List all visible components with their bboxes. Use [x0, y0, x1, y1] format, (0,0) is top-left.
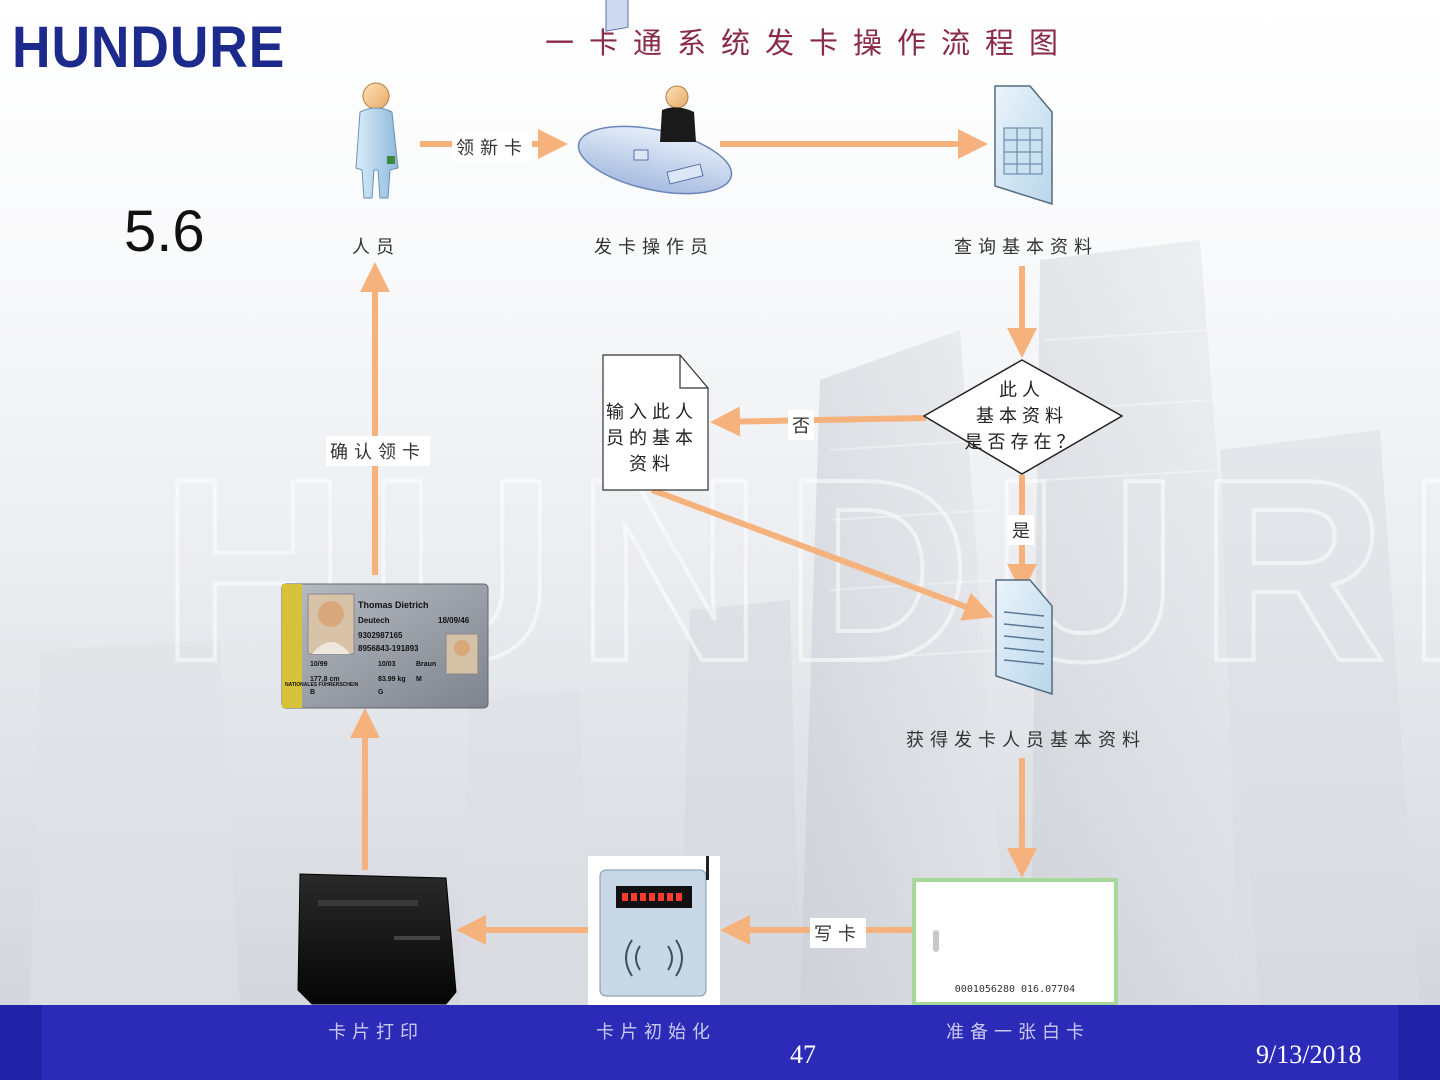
company-logo: HUNDURE — [12, 15, 286, 80]
label-person: 人员 — [352, 237, 400, 258]
label-print-card: 卡片打印 — [328, 1022, 424, 1043]
id-card-sex: M — [416, 676, 422, 683]
decision-text-line2: 基本资料 — [976, 406, 1068, 427]
footer-left-block — [0, 1005, 42, 1080]
footer-bar — [0, 1005, 1440, 1080]
arrow-input-to-obtain — [650, 487, 994, 621]
edge-label-get-new-card: 领新卡 — [452, 132, 532, 162]
id-card-nationality: Deutech — [358, 616, 390, 625]
id-card-class: G — [378, 689, 384, 696]
label-obtain: 获得发卡人员基本资料 — [906, 730, 1146, 751]
label-init-card: 卡片初始化 — [596, 1022, 716, 1043]
person-icon — [355, 82, 399, 199]
id-card-valid: 10/03 — [378, 661, 396, 668]
edge-label-confirm: 确认领卡 — [326, 436, 430, 466]
id-card-number1: 9302987165 — [358, 631, 403, 640]
page-title: 一卡通系统发卡操作流程图 — [545, 26, 1074, 60]
id-card-stripe-text: NATIONALES FÜHRERSCHEIN — [285, 681, 359, 688]
id-card-blood: B — [310, 689, 315, 696]
printer-image — [297, 873, 457, 1005]
id-card-image — [281, 583, 489, 709]
section-number: 5.6 — [124, 199, 205, 264]
label-query: 查询基本资料 — [954, 237, 1098, 258]
edge-label-write-card: 写卡 — [810, 918, 866, 948]
arrow-decision-to-input — [710, 406, 927, 437]
input-doc-shape — [602, 354, 709, 491]
spreadsheet-doc-icon — [994, 85, 1053, 206]
label-blank-card: 准备一张白卡 — [946, 1022, 1090, 1043]
footer-date: 9/13/2018 — [1256, 1040, 1362, 1069]
footer-right-block — [1398, 1005, 1440, 1080]
edge-label-no: 否 — [788, 410, 814, 440]
label-operator: 发卡操作员 — [594, 237, 714, 258]
operator-desk-icon — [577, 0, 733, 195]
id-card-issued: 10/99 — [310, 661, 328, 668]
text-doc-icon — [995, 579, 1053, 696]
edge-label-yes: 是 — [1008, 515, 1034, 545]
card-reader-image — [588, 856, 720, 1006]
id-card-height: 177.8 cm — [310, 676, 340, 683]
blank-card-serial: 0001056280 016.07704 — [955, 984, 1075, 995]
id-card-weight: 83.99 kg — [378, 676, 406, 683]
decision-text-line3: 是否存在？ — [965, 432, 1080, 453]
input-text-line2: 员的基本 — [606, 428, 698, 449]
arrows — [350, 129, 1037, 945]
id-card-name: Thomas Dietrich — [358, 600, 429, 610]
id-card-birth-date: 18/09/46 — [438, 616, 470, 625]
input-text-line3: 资料 — [629, 454, 675, 475]
blank-card-image — [912, 878, 1118, 1006]
decision-diamond — [922, 359, 1124, 475]
id-card-eyes: Braun — [416, 661, 436, 668]
input-text-line1: 输入此人 — [606, 402, 698, 423]
page-number: 47 — [790, 1040, 816, 1069]
id-card-number2: 8956843-191893 — [358, 644, 419, 653]
decision-text-line1: 此人 — [999, 380, 1045, 401]
